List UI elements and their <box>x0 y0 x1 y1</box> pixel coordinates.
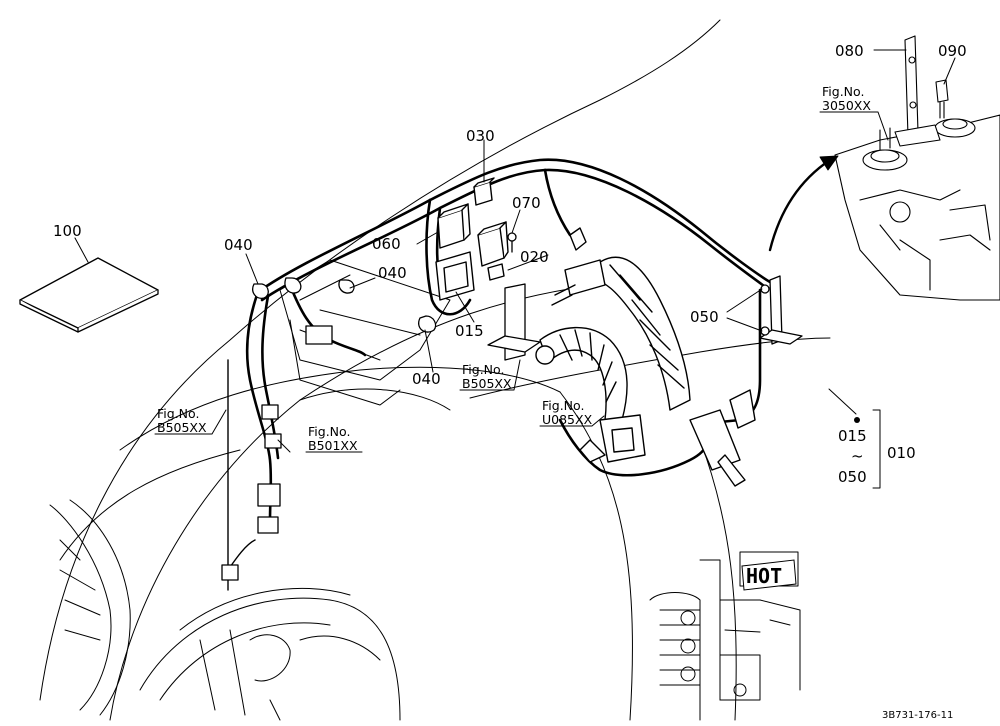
range-dot <box>854 417 860 423</box>
part-label-030: 030 <box>466 127 495 145</box>
grille <box>49 499 401 721</box>
part-label-050: 050 <box>690 308 719 326</box>
inset-arrow <box>768 158 832 252</box>
part-label-040-center: 040 <box>378 264 407 282</box>
engine-side <box>649 551 801 721</box>
part-label-040-lower: 040 <box>412 370 441 388</box>
engine-inset <box>834 35 1000 301</box>
part-label-015: 015 <box>455 322 484 340</box>
bracket-u085 <box>487 283 541 361</box>
manual-100 <box>19 257 159 333</box>
part-label-100: 100 <box>53 222 82 240</box>
leader-lines <box>74 49 956 415</box>
hot-stamp: HOT <box>741 559 797 591</box>
assembly-label-010: 010 <box>887 444 916 462</box>
part-label-020: 020 <box>520 248 549 266</box>
fig-label-b505-left: Fig.No. <box>157 406 199 421</box>
inset-arrow-head <box>819 155 839 171</box>
range-start: 015 <box>838 427 867 445</box>
hot-stamp-text: HOT <box>746 564 782 588</box>
screw-070 <box>507 232 517 253</box>
part-label-060: 060 <box>372 235 401 253</box>
relay-060 <box>437 203 471 249</box>
part-label-070: 070 <box>512 194 541 212</box>
range-end: 050 <box>838 468 867 486</box>
drawing-id: 3B731-176-11 <box>882 710 953 721</box>
part-label-090: 090 <box>938 42 967 60</box>
fig-ref-leaders <box>154 111 889 453</box>
fig-ref-3050: 3050XX <box>822 98 871 113</box>
fig-label-u085: Fig.No. <box>542 398 584 413</box>
fig-label-3050: Fig.No. <box>822 84 864 99</box>
range-bracket <box>872 409 881 489</box>
relay-030-assembly <box>435 177 509 301</box>
part-label-080: 080 <box>835 42 864 60</box>
panel-box <box>279 259 451 406</box>
fig-ref-b505-left: B505XX <box>157 420 207 435</box>
fig-ref-b501: B501XX <box>308 438 358 453</box>
part-label-040-left: 040 <box>224 236 253 254</box>
connectors-left <box>221 325 333 581</box>
fig-ref-b505-center: B505XX <box>462 376 512 391</box>
fig-ref-u085: U085XX <box>542 412 593 427</box>
fig-label-b505-center: Fig.No. <box>462 362 504 377</box>
fig-label-b501: Fig.No. <box>308 424 350 439</box>
clamps-040 <box>252 277 437 333</box>
heater-hoses <box>535 227 756 487</box>
range-tilde: ~ <box>851 447 864 465</box>
bracket-050 <box>759 275 803 345</box>
